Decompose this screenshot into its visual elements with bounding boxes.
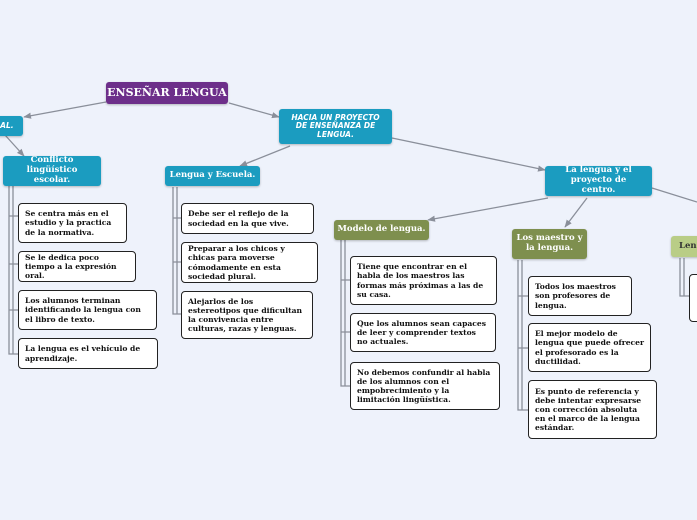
link-maestros-leaves [517,260,528,411]
link-centro-maestros [564,197,588,228]
topic-conflicto[interactable]: Conflicto lingüístico escolar. [3,155,101,186]
subtopic-modelo[interactable]: Modelo de lengua. [334,220,429,240]
leaf-conflicto-4[interactable]: La lengua es el vehículo de aprendizaje. [18,338,158,369]
leaf-maestros-3[interactable]: Es punto de referencia y debe intentar e… [528,380,657,439]
leaf-escuela-2[interactable]: Preparar a los chicos y chicas para move… [181,242,318,283]
topic-left-stub[interactable]: IAL. [0,116,23,136]
link-conflicto-leaves [8,186,18,355]
leaf-escuela-3[interactable]: Alejarlos de los estereotipos que dificu… [181,291,313,339]
topic-lengua-escuela[interactable]: Lengua y Escuela. [165,166,260,186]
link-proyecto-escuela [239,145,291,167]
leaf-right-partial[interactable] [689,274,697,322]
link-right-leaf [679,258,689,297]
link-centro-right [651,187,697,203]
leaf-maestros-1[interactable]: Todos los maestros son profesores de len… [528,276,632,316]
subtopic-right-stub[interactable]: Leng [671,236,697,257]
link-root-left [23,101,107,119]
leaf-conflicto-2[interactable]: Se le dedica poco tiempo a la expresión … [18,251,136,282]
link-left-conflicto [4,134,25,157]
link-centro-modelo [427,197,549,222]
root-node[interactable]: ENSEÑAR LENGUA [106,82,228,104]
link-modelo-leaves [340,240,350,387]
link-escuela-leaves [172,187,181,315]
subtopic-maestros[interactable]: Los maestro y la lengua. [512,229,587,259]
leaf-conflicto-3[interactable]: Los alumnos terminan identificando la le… [18,290,157,330]
leaf-modelo-3[interactable]: No debemos confundir al habla de los alu… [350,362,500,410]
leaf-conflicto-1[interactable]: Se centra más en el estudio y la practic… [18,203,127,243]
leaf-maestros-2[interactable]: El mejor modelo de lengua que puede ofre… [528,323,651,372]
link-proyecto-centro [391,137,546,172]
leaf-escuela-1[interactable]: Debe ser el reflejo de la sociedad en la… [181,203,314,234]
topic-lengua-proyecto[interactable]: La lengua y el proyecto de centro. [545,165,652,196]
leaf-modelo-2[interactable]: Que los alumnos sean capaces de leer y c… [350,313,496,352]
link-root-proyecto [228,102,280,119]
leaf-modelo-1[interactable]: Tiene que encontrar en el habla de los m… [350,256,497,305]
topic-proyecto[interactable]: HACIA UN PROYECTO DE ENSEÑANZA DE LENGUA… [279,109,392,144]
